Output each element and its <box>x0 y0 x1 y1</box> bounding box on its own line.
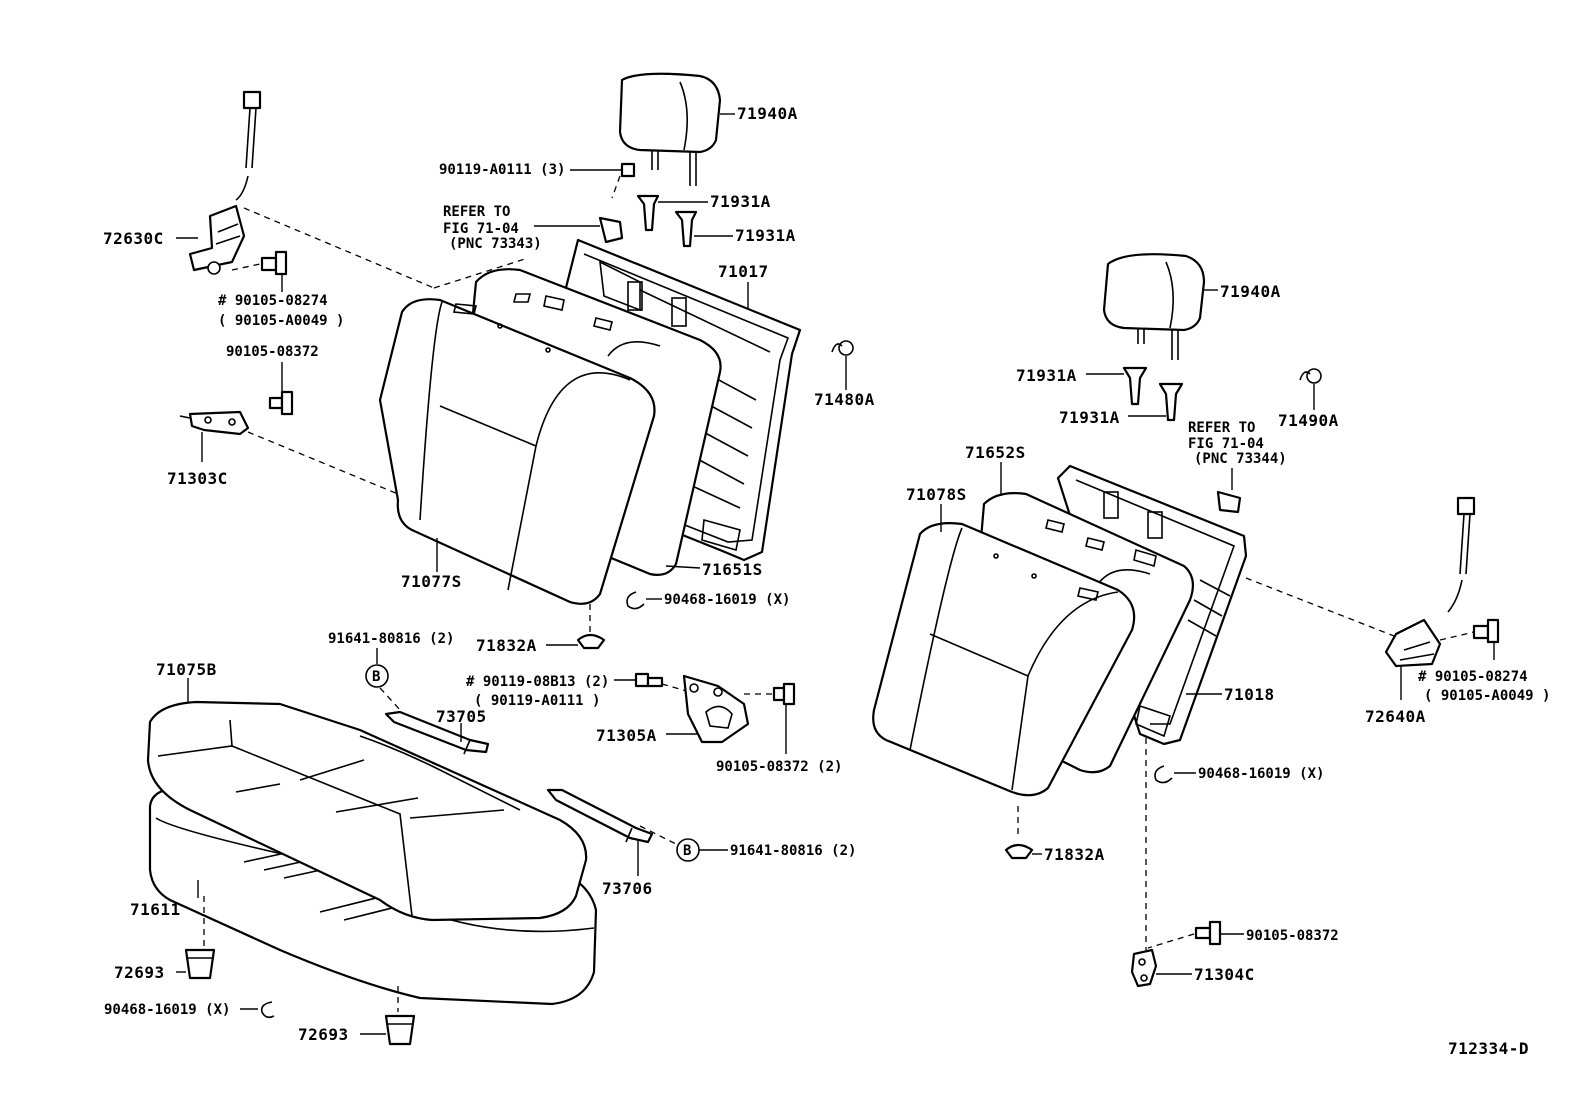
label-refer-left-3: (PNC 73343) <box>449 236 542 252</box>
wire-73705 <box>384 710 490 755</box>
label-bolt-lock-right-1: # 90105-08274 <box>1418 669 1528 685</box>
label-frame-left: 71017 <box>718 262 769 281</box>
label-refer-left-2: FIG 71-04 <box>443 221 519 237</box>
latch-right-icon <box>1216 490 1242 514</box>
label-hinge-center: 71305A <box>596 726 657 745</box>
label-bolt-b-bot: 91641-80816 (2) <box>730 843 856 859</box>
label-refer-right-1: REFER TO <box>1188 420 1255 436</box>
label-hogring-cushion: 90468-16019 (X) <box>104 1002 230 1018</box>
clip-left-icon <box>831 340 854 356</box>
badge-b-top-letter: B <box>372 669 380 685</box>
hook-top-icon <box>184 948 216 980</box>
screw-icon <box>611 162 636 199</box>
bolt-center2-icon <box>772 682 796 706</box>
headrest-right <box>1102 253 1206 360</box>
badge-b-top-icon: B <box>365 664 389 688</box>
badge-b-bot-icon: B <box>676 838 700 862</box>
lock-right <box>1384 496 1476 668</box>
label-knob-right: 71832A <box>1044 845 1105 864</box>
label-support-l2: 71931A <box>735 226 796 245</box>
headrest-support-right-2 <box>1158 382 1184 422</box>
label-lock-right: 72640A <box>1365 707 1426 726</box>
headrest-support-right-1 <box>1122 366 1148 406</box>
wire-73706 <box>546 788 654 844</box>
label-cushion-cover: 71075B <box>156 660 217 679</box>
label-refer-right-2: FIG 71-04 <box>1188 436 1264 452</box>
label-support-r1: 71931A <box>1016 366 1077 385</box>
label-bolt-lock-left-2: ( 90105-A0049 ) <box>218 313 344 329</box>
label-lock-left: 72630C <box>103 229 164 248</box>
bolt-hinge-left-icon <box>268 390 294 416</box>
bolt-hinge-right-icon <box>1147 920 1222 949</box>
label-clip-right: 71490A <box>1278 411 1339 430</box>
label-bolt-center2: 90105-08372 (2) <box>716 759 842 775</box>
label-pad-left: 71651S <box>702 560 763 579</box>
hogring-right-icon <box>1154 765 1173 784</box>
label-bolt-lock-right-2: ( 90105-A0049 ) <box>1424 688 1550 704</box>
label-hogring-left: 90468-16019 (X) <box>664 592 790 608</box>
label-headrest-right: 71940A <box>1220 282 1281 301</box>
cushion-cover <box>146 700 588 922</box>
seatback-cover-left <box>378 298 656 605</box>
label-bolt-hinge-left: 90105-08372 <box>226 344 319 360</box>
lock-left <box>188 90 262 275</box>
label-cover-left: 71077S <box>401 572 462 591</box>
label-cover-right: 71078S <box>906 485 967 504</box>
hook-bot-icon <box>384 1014 416 1046</box>
label-clip-left: 71480A <box>814 390 875 409</box>
label-hook-top: 72693 <box>114 963 165 982</box>
label-wire-bot: 73706 <box>602 879 653 898</box>
label-cushion-pad: 71611 <box>130 900 181 919</box>
headrest-left <box>618 72 722 186</box>
bolt-center-icon <box>634 672 691 693</box>
knob-right-icon <box>1004 843 1034 860</box>
label-headrest-left: 71940A <box>737 104 798 123</box>
label-hinge-right: 71304C <box>1194 965 1255 984</box>
label-wire-top: 73705 <box>436 707 487 726</box>
label-support-r2: 71931A <box>1059 408 1120 427</box>
hinge-left <box>179 410 250 436</box>
label-pad-right: 71652S <box>965 443 1026 462</box>
label-bolt-center-1: # 90119-08B13 (2) <box>466 674 609 690</box>
label-screw-top: 90119-A0111 (3) <box>439 162 565 178</box>
figure-id: 712334-D <box>1448 1039 1529 1058</box>
clip-right-icon <box>1299 368 1322 384</box>
bolt-lock-left-icon <box>231 250 288 276</box>
bolt-lock-right-icon <box>1439 618 1500 644</box>
hogring-left-icon <box>626 591 645 610</box>
knob-left-icon <box>576 633 606 650</box>
label-bolt-center-2: ( 90119-A0111 ) <box>474 693 600 709</box>
label-knob-left: 71832A <box>476 636 537 655</box>
headrest-support-left-1 <box>636 194 660 232</box>
label-frame-right: 71018 <box>1224 685 1275 704</box>
label-hinge-left: 71303C <box>167 469 228 488</box>
label-refer-left-1: REFER TO <box>443 204 510 220</box>
badge-b-bot-letter: B <box>683 843 691 859</box>
label-bolt-lock-left-1: # 90105-08274 <box>218 293 328 309</box>
hinge-right <box>1130 948 1158 988</box>
label-refer-right-3: (PNC 73344) <box>1194 451 1287 467</box>
label-bolt-hinge-right: 90105-08372 <box>1246 928 1339 944</box>
hinge-center <box>682 674 774 744</box>
seatback-cover-right <box>872 522 1136 797</box>
headrest-support-left-2 <box>674 210 698 248</box>
label-bolt-b-top: 91641-80816 (2) <box>328 631 454 647</box>
hogring-cushion-icon <box>260 1001 275 1019</box>
label-support-l1: 71931A <box>710 192 771 211</box>
label-hook-bot: 72693 <box>298 1025 349 1044</box>
latch-left-icon <box>598 216 624 244</box>
label-hogring-right: 90468-16019 (X) <box>1198 766 1324 782</box>
